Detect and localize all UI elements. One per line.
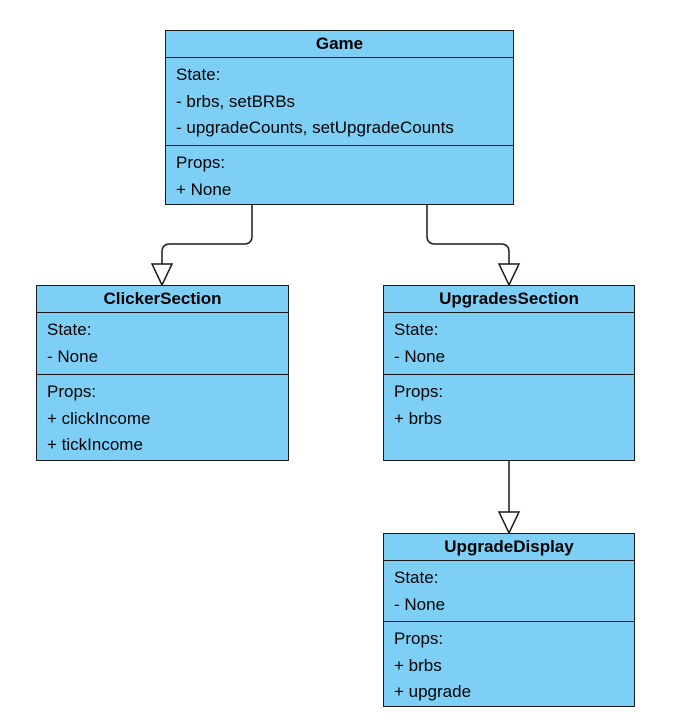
- props-label: Props:: [47, 382, 97, 401]
- class-box-clickersection[interactable]: ClickerSection State: - None Props: + cl…: [36, 285, 289, 461]
- class-title: Game: [166, 31, 513, 58]
- props-item: + brbs: [394, 655, 442, 675]
- props-section: Props: + clickIncome + tickIncome: [37, 375, 288, 460]
- state-item: - brbs, setBRBs: [176, 91, 296, 111]
- props-item: + upgrade: [394, 682, 472, 701]
- class-box-game[interactable]: Game State: - brbs, setBRBs - upgradeCou…: [165, 30, 514, 205]
- props-section: Props: + brbs: [384, 375, 634, 460]
- edge-game-to-clickersection: [161, 205, 253, 264]
- class-title: UpgradesSection: [384, 286, 634, 313]
- state-item: - None: [47, 346, 99, 366]
- props-item: + brbs: [394, 408, 442, 428]
- arrowhead-clickersection: [150, 263, 174, 287]
- state-label: State:: [176, 65, 221, 84]
- class-title: ClickerSection: [37, 286, 288, 313]
- state-label: State:: [47, 320, 92, 339]
- state-item: - None: [394, 346, 446, 366]
- state-section: State: - brbs, setBRBs - upgradeCounts, …: [166, 58, 513, 146]
- class-box-upgradedisplay[interactable]: UpgradeDisplay State: - None Props: + br…: [383, 533, 635, 707]
- state-item: - upgradeCounts, setUpgradeCounts: [176, 118, 454, 137]
- state-label: State:: [394, 568, 439, 587]
- class-box-upgradessection[interactable]: UpgradesSection State: - None Props: + b…: [383, 285, 635, 461]
- state-section: State: - None: [37, 313, 288, 375]
- props-item: + tickIncome: [47, 435, 143, 454]
- props-label: Props:: [394, 382, 444, 401]
- props-section: Props: + brbs + upgrade: [384, 622, 634, 706]
- arrowhead-upgradedisplay: [497, 511, 521, 535]
- props-label: Props:: [394, 629, 444, 648]
- props-item: + None: [176, 179, 232, 199]
- edge-game-to-upgradessection: [426, 205, 510, 264]
- props-label: Props:: [176, 153, 226, 172]
- state-section: State: - None: [384, 561, 634, 622]
- state-item: - None: [394, 594, 446, 614]
- props-section: Props: + None: [166, 146, 513, 204]
- state-section: State: - None: [384, 313, 634, 375]
- props-item: + clickIncome: [47, 408, 151, 428]
- arrowhead-upgradessection: [497, 263, 521, 287]
- class-title: UpgradeDisplay: [384, 534, 634, 561]
- state-label: State:: [394, 320, 439, 339]
